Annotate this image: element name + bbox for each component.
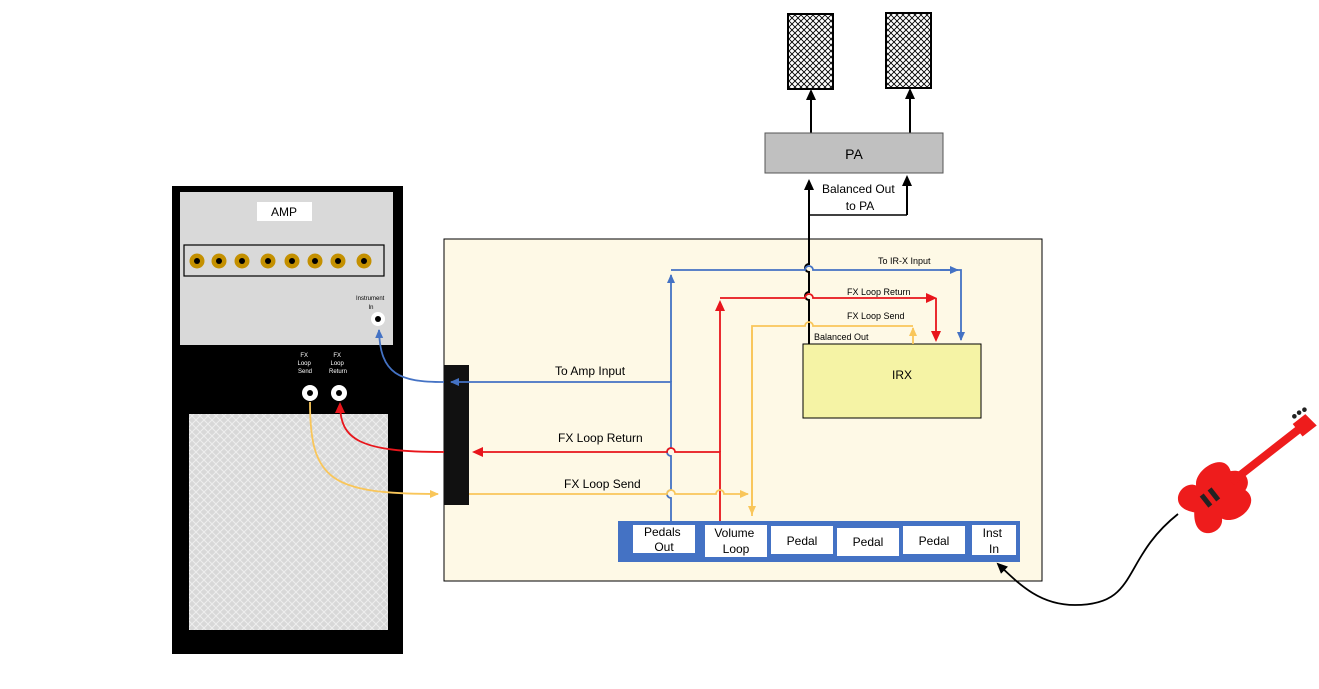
fx-send-jack-icon [302,385,318,401]
pedal: Pedal [771,526,833,554]
amp-knob-strip [183,244,385,277]
amp-unit: AMP Instrument In FX Loop Send FX Loop [172,186,403,654]
fx-return-cable [472,447,721,521]
pa-system: PA Balanced Out to PA [764,12,944,216]
amp-input-cable [375,329,445,383]
pedal: Pedal [837,528,899,556]
pedal-chain: Pedals Out Volume Loop Pedal Pedal Pedal [618,521,1020,562]
to-irx-input-run [671,265,965,341]
svg-text:Pedal: Pedal [919,534,950,548]
fx-return-amp-cable [335,402,445,453]
svg-text:Inst In: Inst In [983,526,1006,556]
fx-loop-return-label: FX Loop Return [558,431,643,445]
instrument-in-label: Instrument In [356,296,386,311]
fx-loop-return-small-label: FX Loop Return [847,287,911,297]
fx-loop-send-label: FX Loop Send [564,477,641,491]
speaker-cabinet-icon [787,13,834,90]
patch-bay [444,365,469,505]
fx-send-board-run [469,489,749,498]
fx-return-jack-label: FX Loop Return [329,353,347,375]
to-amp-input-label: To Amp Input [555,364,626,378]
pa-label: PA [845,146,863,162]
guitar-cable [996,513,1179,606]
balanced-out-to-pa-label: Balanced Out to PA [822,182,898,213]
speaker-cabinet-icon [885,12,932,89]
pedal: Pedals Out [633,525,695,554]
fx-return-jack-icon [331,385,347,401]
balanced-out-cable [804,179,814,344]
svg-text:Volume Loop: Volume Loop [714,526,757,556]
fx-send-jack-label: FX Loop Send [297,353,312,375]
fx-send-to-pedals [751,321,913,516]
fx-loop-send-small-label: FX Loop Send [847,311,905,321]
fx-return-irx-run [720,293,937,303]
instrument-in-jack-icon [371,312,385,326]
balanced-out-label: Balanced Out [814,332,869,342]
irx-label: IRX [892,368,912,382]
svg-text:Pedal: Pedal [853,535,884,549]
svg-text:Pedal: Pedal [787,534,818,548]
amp-knobs [189,253,372,269]
pedal: Pedal [903,526,965,554]
amp-label: AMP [271,205,297,219]
pedal: Volume Loop [705,525,767,557]
pedal: Inst In [972,525,1016,556]
fx-send-cable [309,401,439,498]
svg-text:Pedals Out: Pedals Out [644,525,684,554]
guitar-icon [1178,407,1317,534]
to-irx-input-label: To IR-X Input [878,256,931,266]
pa-box [764,132,944,174]
speaker-grille [189,414,388,630]
irx-unit [802,343,982,419]
